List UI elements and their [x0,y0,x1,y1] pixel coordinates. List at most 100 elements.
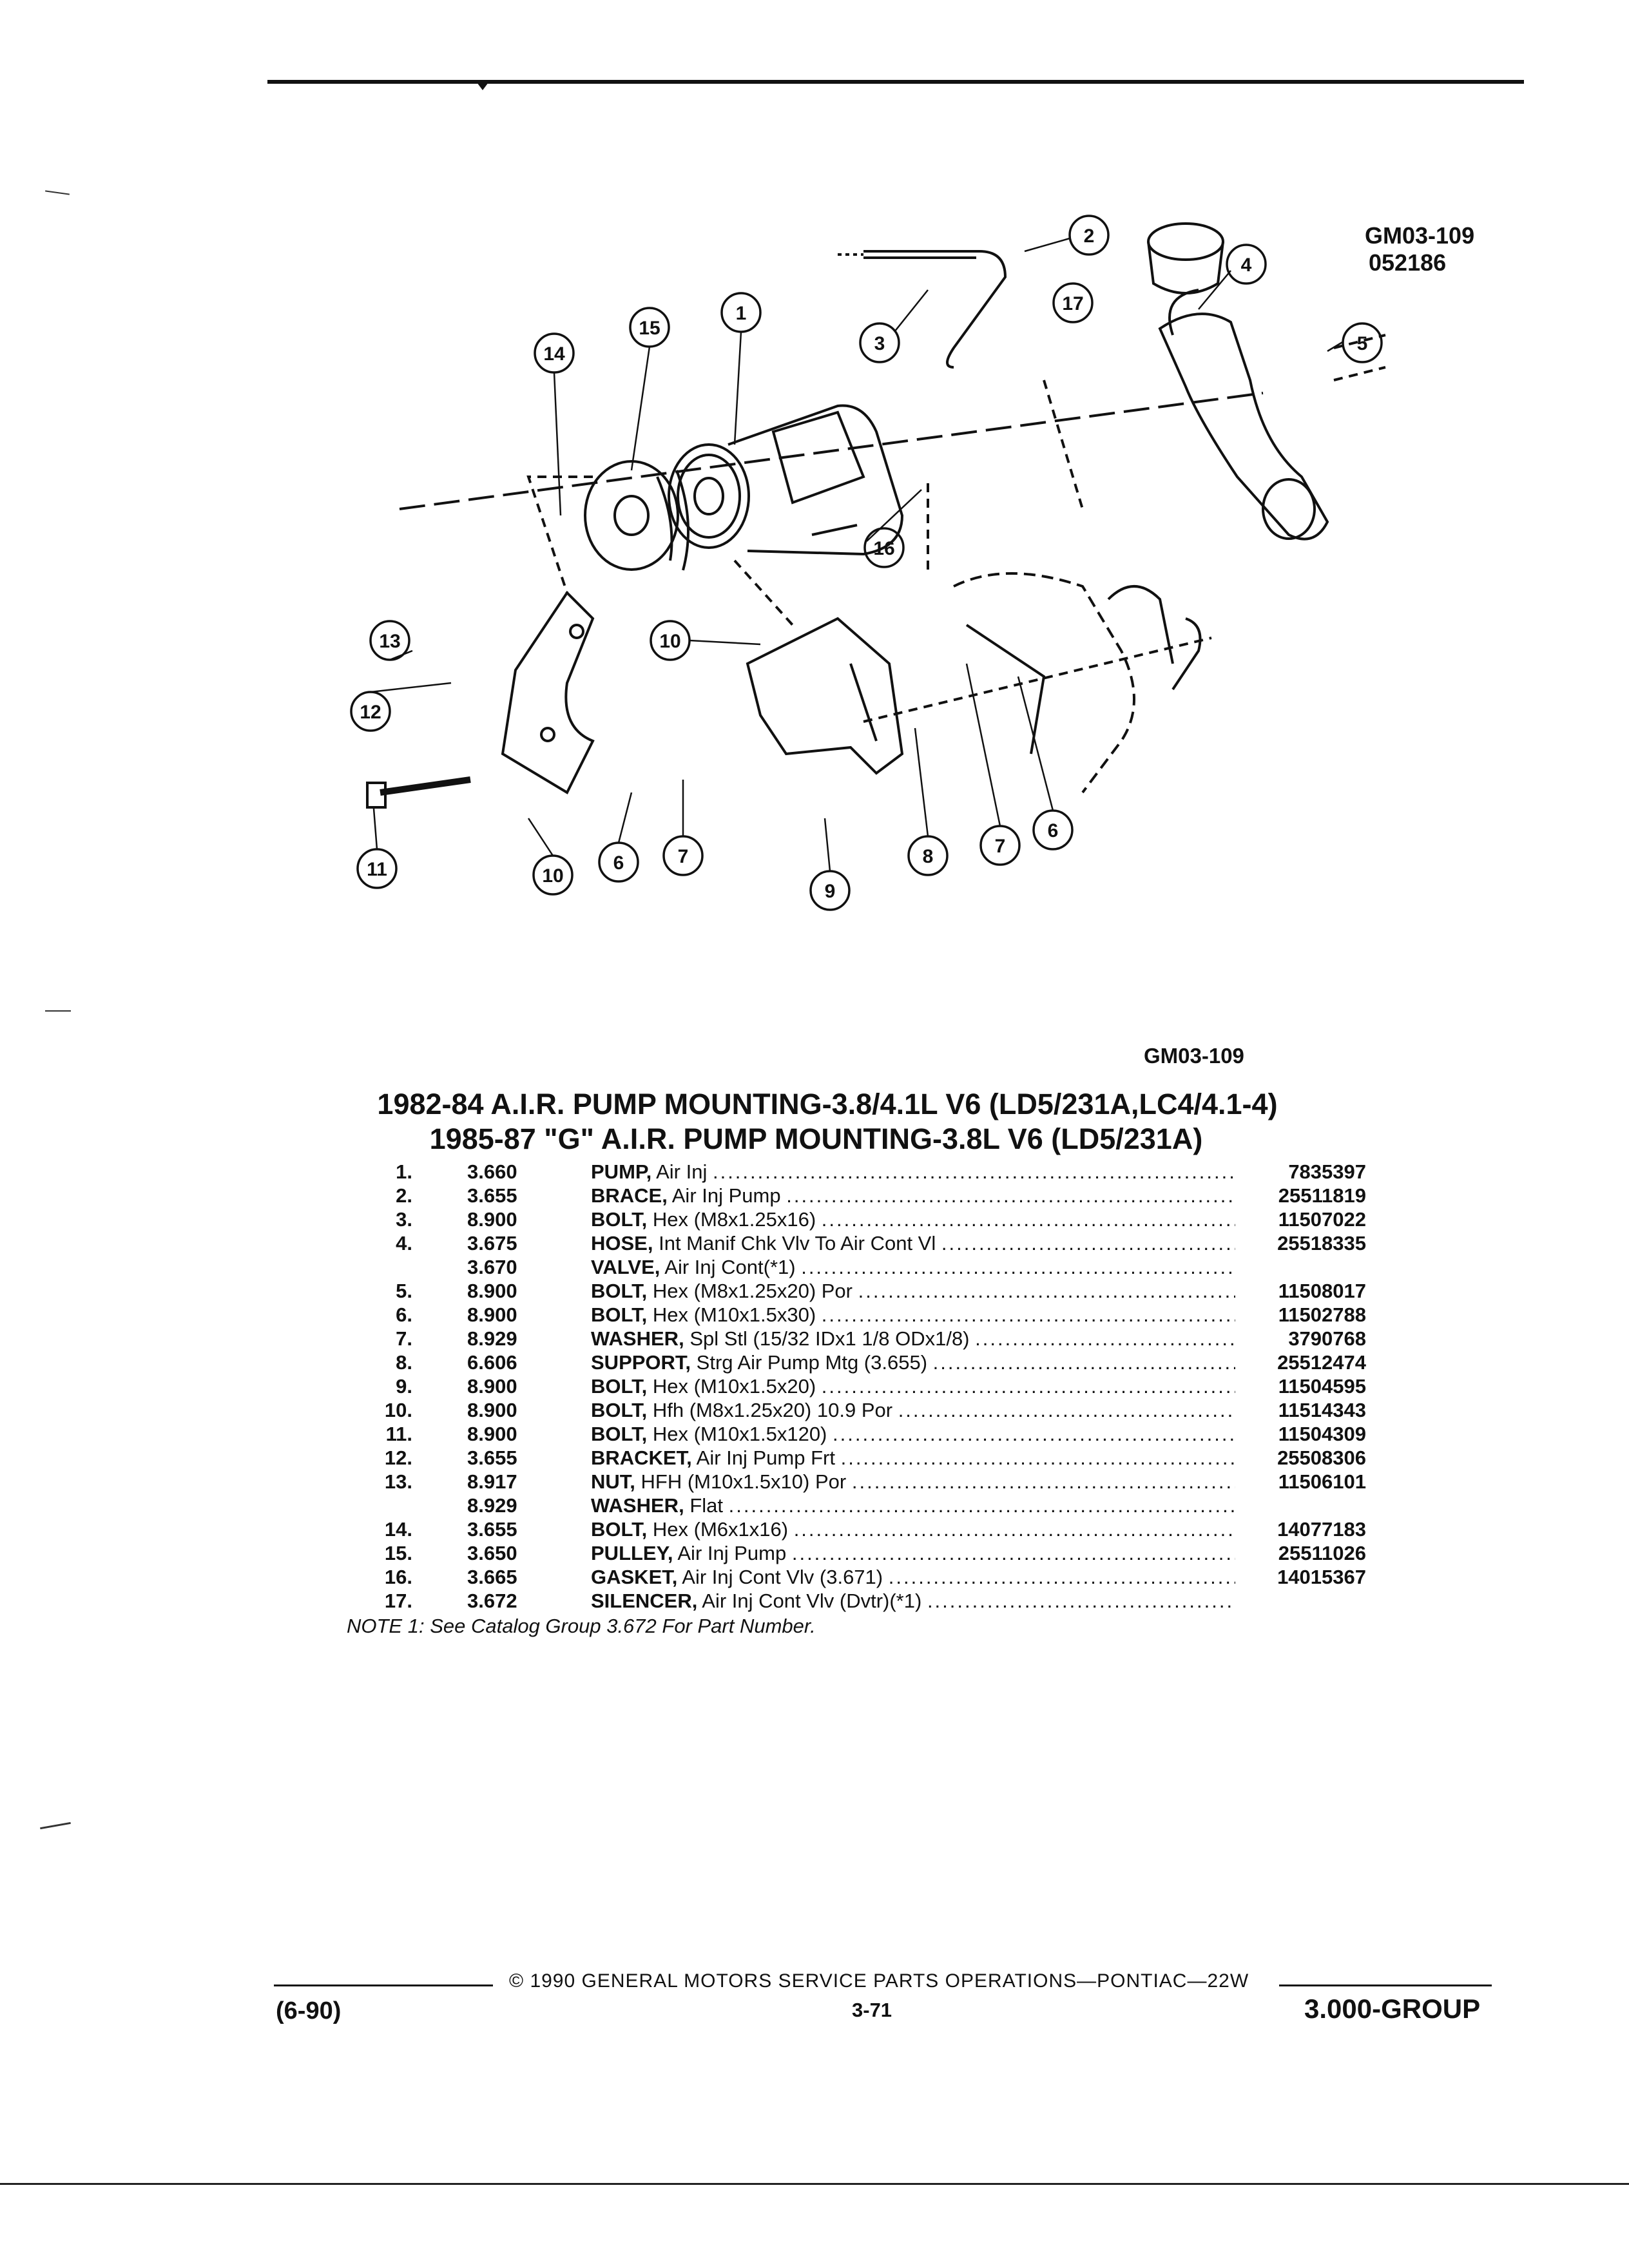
part-description: BOLT, Hex (M6x1x16) ....................… [591,1517,1235,1541]
leader-dots: ........................................… [851,1470,1235,1493]
part-description: NUT, HFH (M10x1.5x10) Por ..............… [591,1470,1235,1494]
item-number: 1. [396,1160,412,1183]
catalog-group: 3.000-GROUP [1304,1994,1481,2024]
callout-16: 16 [873,538,894,559]
part-description: BOLT, Hex (M8x1.25x20) Por .............… [591,1279,1235,1303]
group-number: 3.655 [467,1446,517,1469]
part-number: 3790768 [1288,1327,1366,1350]
part-name: BOLT, [591,1423,648,1445]
part-detail: Air Inj Cont Vlv (Dvtr)(*1) [702,1590,922,1612]
parts-row: 1. 3.660 PUMP, Air Inj ...................… [335,1160,1379,1184]
callout-6: 6 [613,852,624,874]
part-detail: Hex (M10x1.5x120) [652,1423,827,1445]
part-detail: Air Inj Pump [677,1542,787,1564]
part-number: 25511026 [1278,1542,1366,1564]
group-number: 3.670 [467,1256,517,1278]
part-number: 14015367 [1277,1566,1366,1588]
part-name: WASHER, [591,1327,684,1350]
part-detail: Hex (M8x1.25x20) Por [652,1280,853,1302]
parts-list: 1. 3.660 PUMP, Air Inj ...................… [335,1160,1379,1613]
part-description: BOLT, Hfh (M8x1.25x20) 10.9 Por ........… [591,1398,1235,1422]
section-title-1: 1982-84 A.I.R. PUMP MOUNTING-3.8/4.1L V6… [377,1088,1278,1120]
scan-mark [40,1821,71,1830]
header-rule [267,80,1524,84]
part-name: PUMP, [591,1160,652,1183]
part-name: SUPPORT, [591,1351,691,1374]
page-number: 3-71 [852,1999,892,2021]
item-number: 15. [384,1542,412,1564]
group-number: 8.900 [467,1423,517,1445]
long-bolt [380,776,471,796]
header-rule-notch [477,82,488,90]
item-number: 12. [384,1446,412,1469]
leader-dots: ........................................… [975,1327,1235,1350]
callout-12: 12 [360,702,381,723]
part-description: BOLT, Hex (M10x1.5x120) ................… [591,1422,1235,1446]
part-name: BOLT, [591,1303,648,1326]
leader-dots: ........................................… [712,1160,1235,1183]
part-description: VALVE, Air Inj Cont(*1) ................… [591,1255,1235,1279]
part-description: WASHER, Flat ...........................… [591,1494,1235,1517]
part-detail: Air Inj Pump Frt [696,1446,835,1469]
part-description: GASKET, Air Inj Cont Vlv (3.671) .......… [591,1565,1235,1589]
brace-outline [863,250,1007,369]
callout-10: 10 [542,865,563,887]
callout-3: 3 [874,333,885,354]
part-detail: Spl Stl (15/32 IDx1 1/8 ODx1/8) [689,1327,970,1350]
leader-dots: ........................................… [840,1446,1235,1469]
callout-10: 10 [659,631,680,652]
group-number: 8.900 [467,1399,517,1421]
catalog-note: NOTE 1: See Catalog Group 3.672 For Part… [347,1615,816,1637]
callout-13: 13 [379,631,400,652]
part-name: HOSE, [591,1232,653,1254]
footer-rule-right [1279,1984,1492,1986]
scan-mark [45,1010,71,1012]
copyright: © 1990 GENERAL MOTORS SERVICE PARTS OPER… [509,1970,1249,1992]
part-description: PUMP, Air Inj ..........................… [591,1160,1235,1184]
item-number: 9. [396,1375,412,1398]
part-name: BOLT, [591,1375,648,1398]
callout-14: 14 [543,343,565,365]
group-number: 8.900 [467,1208,517,1231]
item-number: 13. [384,1470,412,1493]
part-description: HOSE, Int Manif Chk Vlv To Air Cont Vl .… [591,1231,1235,1255]
diagram-code-bottom: GM03-109 [1144,1044,1244,1068]
group-number: 8.900 [467,1375,517,1398]
leader-dots: ........................................… [888,1566,1235,1588]
part-name: BRACE, [591,1184,668,1207]
part-number: 11506101 [1278,1470,1366,1493]
group-number: 3.675 [467,1232,517,1254]
callout-1: 1 [736,303,747,324]
callout-6: 6 [1048,820,1059,841]
steering-support [746,617,904,775]
leader-dots: ........................................… [898,1399,1235,1421]
group-number: 3.660 [467,1160,517,1183]
pump-housing [728,404,904,556]
part-detail: Hex (M8x1.25x16) [652,1208,816,1231]
item-number: 2. [396,1184,412,1207]
group-number: 3.655 [467,1518,517,1541]
part-name: VALVE, [591,1256,660,1278]
leader-dots: ........................................… [927,1590,1235,1612]
part-detail: Strg Air Pump Mtg (3.655) [696,1351,928,1374]
callout-9: 9 [825,881,836,902]
group-number: 8.929 [467,1494,517,1517]
callout-15: 15 [639,318,660,339]
part-detail: Air Inj Cont Vlv (3.671) [682,1566,883,1588]
part-description: WASHER, Spl Stl (15/32 IDx1 1/8 ODx1/8) … [591,1327,1235,1350]
revision-date: (6-90) [276,1997,342,2024]
group-number: 3.665 [467,1566,517,1588]
leader-dots: ........................................… [786,1184,1235,1207]
pulley-outline [584,460,679,571]
leader-dots: ........................................… [728,1494,1235,1517]
part-detail: Air Inj Cont(*1) [664,1256,796,1278]
part-detail: Hfh (M8x1.25x20) 10.9 Por [652,1399,893,1421]
part-number: 25508306 [1277,1446,1366,1469]
diagram-date-code: 052186 [1369,249,1447,276]
